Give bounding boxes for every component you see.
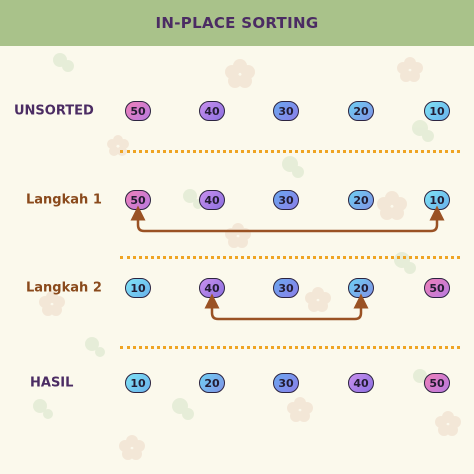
value-node: 40	[348, 373, 374, 393]
value-node: 20	[348, 190, 374, 210]
divider-dotted-2	[120, 256, 460, 259]
value-node: 50	[424, 278, 450, 298]
value-node: 10	[125, 278, 151, 298]
value-node: 30	[273, 278, 299, 298]
value-node: 30	[273, 373, 299, 393]
row-label-unsorted: UNSORTED	[14, 103, 94, 119]
flower-pattern-background	[33, 53, 461, 460]
value-node: 20	[199, 373, 225, 393]
value-node: 20	[348, 101, 374, 121]
value-node: 40	[199, 278, 225, 298]
value-node: 10	[424, 190, 450, 210]
row-label-langkah-2: Langkah 2	[26, 280, 102, 296]
value-node: 10	[424, 101, 450, 121]
value-node: 10	[125, 373, 151, 393]
value-node: 50	[125, 101, 151, 121]
row-label-hasil: HASIL	[30, 375, 74, 391]
header-banner: IN-PLACE SORTING	[0, 0, 474, 46]
page-title: IN-PLACE SORTING	[155, 14, 319, 32]
row-label-langkah-1: Langkah 1	[26, 192, 102, 208]
value-node: 20	[348, 278, 374, 298]
divider-dotted-1	[120, 150, 460, 153]
value-node: 40	[199, 190, 225, 210]
value-node: 30	[273, 101, 299, 121]
value-node: 50	[424, 373, 450, 393]
value-node: 40	[199, 101, 225, 121]
divider-dotted-3	[120, 346, 460, 349]
value-node: 50	[125, 190, 151, 210]
value-node: 30	[273, 190, 299, 210]
